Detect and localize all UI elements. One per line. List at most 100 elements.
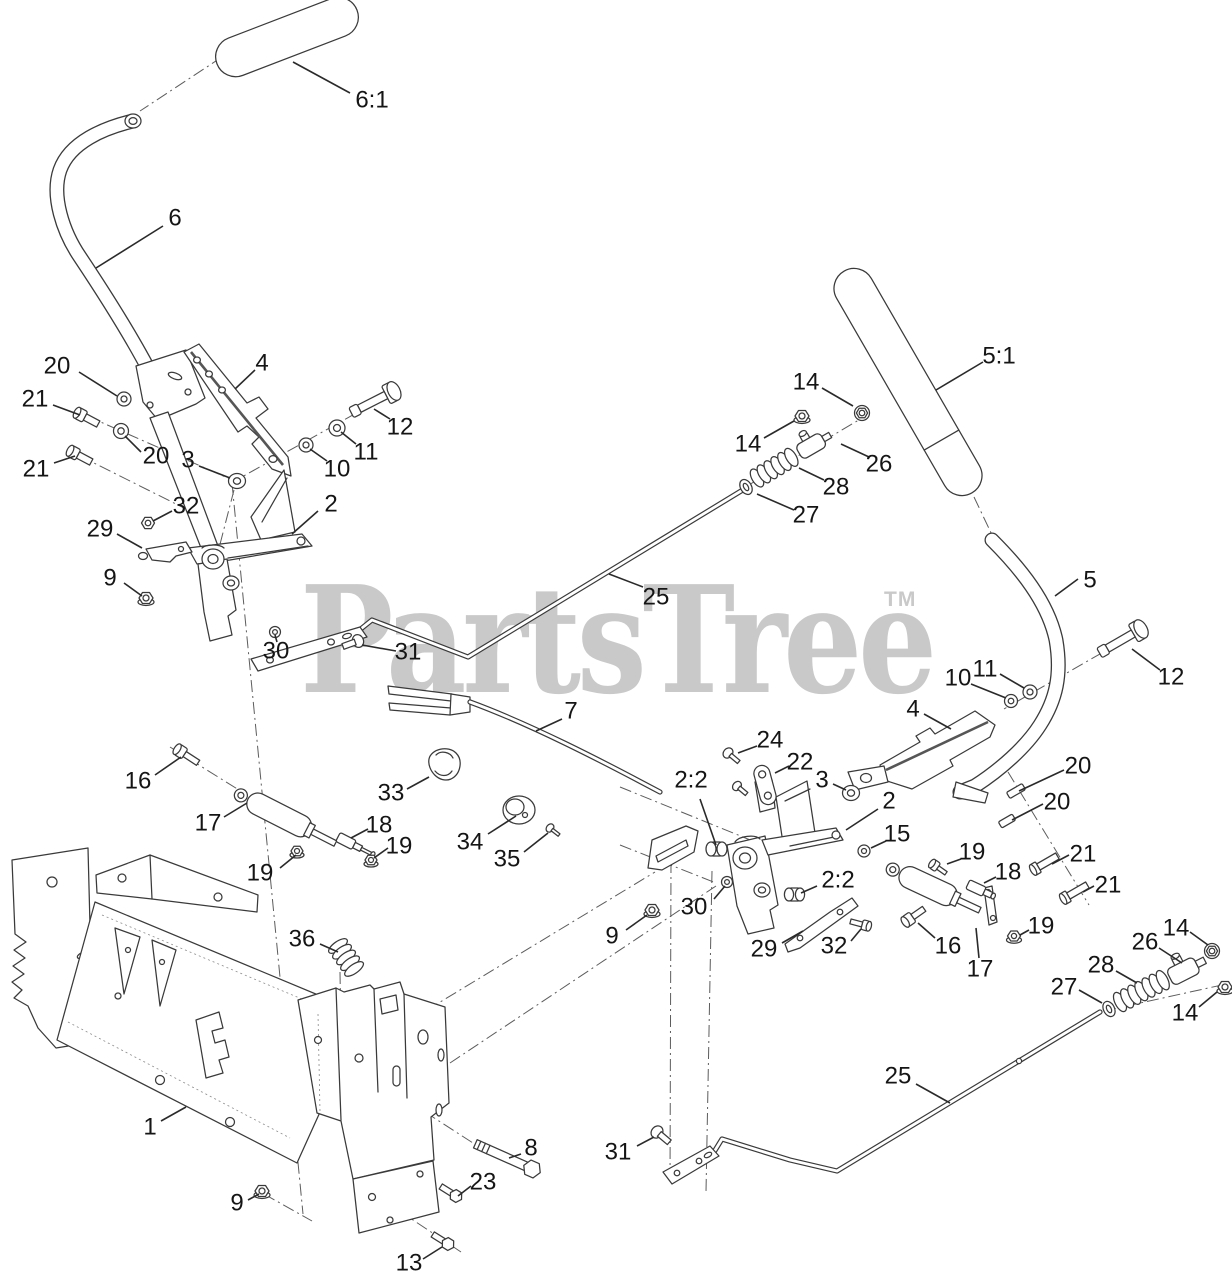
- leader-line-36: [319, 943, 339, 953]
- bolt-21-right-upper: [1028, 852, 1060, 876]
- pin-20-upper: [1006, 783, 1026, 799]
- part-label-23: 23: [470, 1169, 497, 1196]
- part-label-14: 14: [1163, 915, 1190, 942]
- part-label-9: 9: [605, 923, 618, 950]
- leader-line-12: [1131, 648, 1161, 671]
- leader-line-17: [223, 802, 248, 818]
- grip-5-1: [833, 267, 983, 497]
- leader-line-30: [274, 634, 278, 643]
- nut-14-lower-upper: [1203, 942, 1221, 960]
- leader-line-21: [53, 455, 76, 464]
- part-label-11: 11: [973, 656, 998, 683]
- pin-20-lower: [998, 813, 1016, 829]
- leader-line-19: [279, 854, 297, 869]
- leader-line-34: [487, 815, 517, 835]
- leader-line-24: [737, 745, 758, 754]
- part-label-2:2: 2:2: [674, 767, 707, 794]
- screw-23: [438, 1183, 463, 1204]
- part-label-32: 32: [173, 493, 200, 520]
- part-label-20: 20: [1065, 753, 1092, 780]
- part-label-27: 27: [793, 502, 820, 529]
- handle-5-tube: [952, 532, 1066, 804]
- part-label-12: 12: [1158, 664, 1185, 691]
- part-label-26: 26: [866, 451, 893, 478]
- spring-28-lower: [1112, 969, 1170, 1013]
- part-label-24: 24: [757, 727, 784, 754]
- washer-10-right: [1003, 693, 1019, 709]
- leader-line-19: [373, 847, 389, 859]
- part-label-3: 3: [181, 447, 194, 474]
- leader-line-11: [340, 431, 357, 445]
- lever-plate-6: [135, 349, 219, 554]
- leader-line-26: [840, 443, 870, 458]
- part-label-2: 2: [324, 491, 337, 518]
- part-label-8: 8: [524, 1135, 537, 1162]
- leader-line-18: [350, 828, 369, 839]
- leader-line-5:1: [935, 361, 984, 391]
- washer-20-upper-left: [116, 391, 132, 407]
- part-label-5: 5: [1083, 567, 1096, 594]
- control-rod-25-lower: [711, 1009, 1103, 1174]
- part-label-10: 10: [945, 665, 972, 692]
- part-label-22: 22: [787, 749, 814, 776]
- screw-19-right-upper: [927, 858, 948, 876]
- leader-line-13: [422, 1246, 443, 1260]
- cap-34: [502, 795, 536, 825]
- washer-27-lower: [1102, 1000, 1116, 1018]
- screw-24-upper: [722, 747, 741, 765]
- part-label-20: 20: [1044, 789, 1071, 816]
- part-label-19: 19: [959, 839, 986, 866]
- leader-line-25: [608, 573, 644, 588]
- shift-bracket-2-left: [187, 469, 313, 642]
- leader-line-2:2: [699, 798, 717, 846]
- leader-line-3: [832, 783, 847, 791]
- bolt-21-lower-left: [65, 444, 94, 466]
- leader-line-27: [1078, 989, 1103, 1004]
- part-label-31: 31: [605, 1139, 632, 1166]
- part-label-14: 14: [1172, 1000, 1199, 1027]
- leader-line-7: [535, 718, 563, 732]
- part-label-16: 16: [935, 933, 962, 960]
- leader-line-29: [781, 930, 804, 944]
- washer-11-right: [1022, 684, 1038, 700]
- part-label-21: 21: [22, 386, 49, 413]
- control-rod-25-upper: [349, 485, 749, 660]
- leader-line-2: [845, 808, 879, 831]
- washer-10-left: [298, 437, 314, 453]
- part-label-31: 31: [395, 639, 422, 666]
- part-label-12: 12: [387, 414, 414, 441]
- nut-9-frame: [253, 1184, 271, 1200]
- part-label-21: 21: [1095, 872, 1122, 899]
- leader-line-29: [116, 533, 143, 549]
- washer-30-upper: [268, 625, 282, 639]
- link-22: [753, 764, 777, 806]
- leader-line-5: [1054, 578, 1079, 597]
- washer-27-upper: [739, 478, 753, 496]
- leader-line-17: [975, 927, 980, 959]
- part-label-4: 4: [255, 350, 268, 377]
- leader-line-27: [756, 493, 795, 511]
- leader-line-1: [160, 1106, 187, 1122]
- damper-17-right: [885, 862, 982, 914]
- part-label-29: 29: [87, 516, 114, 543]
- washer-15: [857, 844, 871, 858]
- part-label-30: 30: [681, 894, 708, 921]
- leader-line-32: [152, 510, 173, 522]
- part-label-19: 19: [386, 833, 413, 860]
- part-label-26: 26: [1132, 929, 1159, 956]
- nut-9-center: [643, 903, 661, 919]
- part-label-7: 7: [564, 698, 577, 725]
- part-label-34: 34: [457, 829, 484, 856]
- part-label-29: 29: [751, 936, 778, 963]
- part-label-35: 35: [494, 846, 521, 873]
- leader-line-21: [1082, 885, 1095, 893]
- part-label-3: 3: [815, 767, 828, 794]
- damper-17-left: [233, 788, 338, 847]
- part-label-18: 18: [366, 812, 393, 839]
- screw-32-right: [849, 918, 873, 932]
- leader-line-31: [361, 644, 397, 652]
- leader-line-23: [457, 1185, 472, 1197]
- bolt-21-upper-left: [72, 406, 101, 428]
- screw-13: [430, 1231, 455, 1252]
